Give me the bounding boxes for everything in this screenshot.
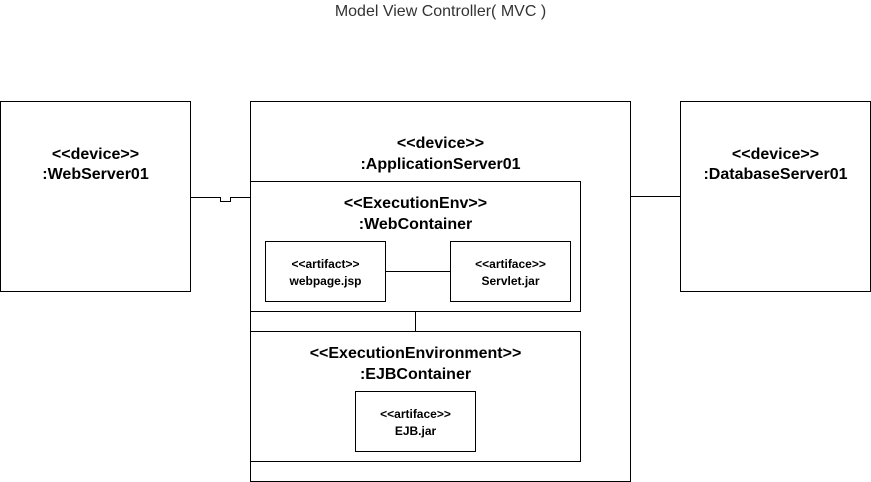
- servlet-artifact-name: Servlet.jar: [481, 274, 540, 288]
- ejb-container-name: :EJBContainer: [359, 366, 472, 383]
- servlet-artifact[interactable]: <<artiface>> Servlet.jar: [450, 241, 571, 302]
- database-server-stereotype: <<device>>: [731, 146, 820, 163]
- web-server-node[interactable]: <<device>> :WebServer01: [0, 101, 191, 292]
- webpage-artifact[interactable]: <<artifact>> webpage.jsp: [265, 241, 386, 302]
- web-server-stereotype: <<device>>: [51, 146, 140, 163]
- web-container-name: :WebContainer: [358, 216, 473, 233]
- ejb-artifact[interactable]: <<artiface>> EJB.jar: [355, 391, 476, 452]
- connector-webserver-appserver-end: [230, 197, 250, 198]
- ejb-artifact-stereotype: <<artiface>>: [380, 407, 451, 421]
- web-server-name: :WebServer01: [42, 166, 149, 183]
- web-container-stereotype: <<ExecutionEnv>>: [343, 195, 488, 212]
- application-server-stereotype: <<device>>: [396, 135, 485, 152]
- application-server-name: :ApplicationServer01: [360, 156, 521, 173]
- database-server-node[interactable]: <<device>> :DatabaseServer01: [680, 101, 871, 292]
- webpage-artifact-name: webpage.jsp: [289, 274, 362, 288]
- connector-webpage-servlet: [385, 271, 451, 272]
- connector-appserver-database: [630, 196, 680, 197]
- servlet-artifact-stereotype: <<artiface>>: [475, 257, 546, 271]
- database-server-name: :DatabaseServer01: [703, 166, 848, 183]
- connector-webserver-appserver: [191, 197, 221, 198]
- ejb-container-stereotype: <<ExecutionEnvironment>>: [309, 345, 522, 362]
- ejb-artifact-name: EJB.jar: [394, 424, 437, 438]
- connector-webcontainer-ejbcontainer: [415, 311, 416, 332]
- connector-line-jump: [220, 197, 231, 202]
- diagram-title: Model View Controller( MVC ): [334, 3, 547, 20]
- webpage-artifact-stereotype: <<artifact>>: [291, 257, 360, 271]
